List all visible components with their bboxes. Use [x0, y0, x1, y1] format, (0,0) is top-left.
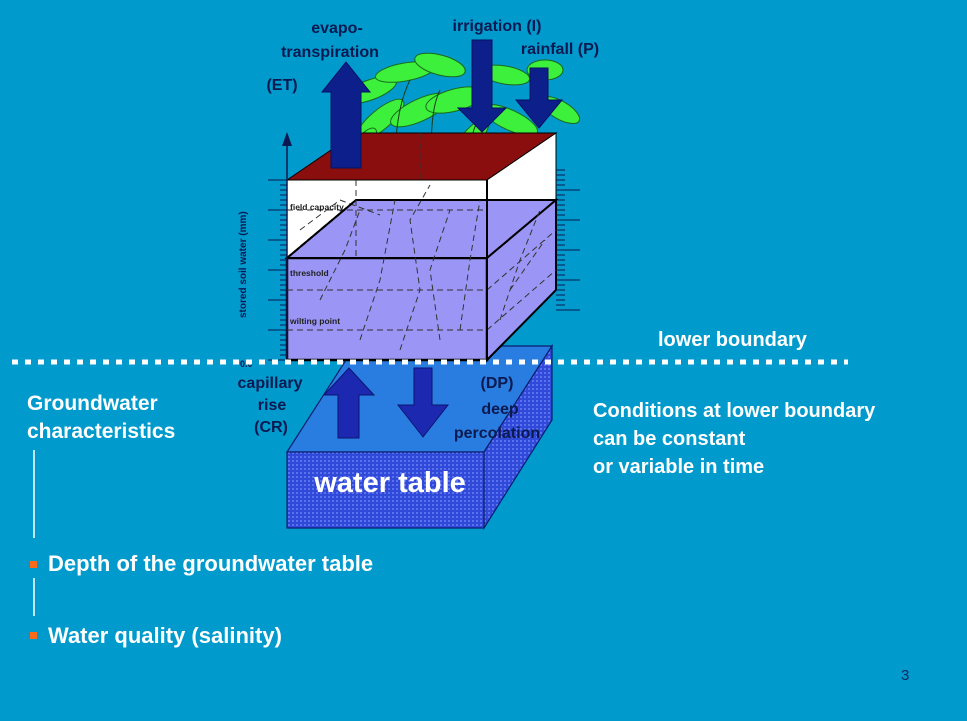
bullet-icon	[30, 632, 37, 639]
soil-block: field capacity threshold wilting point	[284, 132, 559, 363]
bullet-depth: Depth of the groundwater table	[48, 551, 374, 576]
rainfall-label: rainfall (P)	[521, 41, 599, 58]
svg-text:(CR): (CR)	[254, 419, 288, 436]
lower-boundary-label: lower boundary	[658, 329, 807, 351]
deep-percolation-arrow-icon	[396, 367, 450, 438]
svg-text:transpiration: transpiration	[281, 44, 379, 61]
capillary-rise-arrow-icon	[322, 367, 376, 439]
conditions-text: Conditions at lower boundary can be cons…	[593, 400, 876, 478]
svg-text:percolation: percolation	[454, 425, 540, 442]
connector-line	[33, 578, 35, 616]
axis-label: stored soil water (mm)	[238, 211, 249, 318]
threshold-label: threshold	[290, 268, 329, 278]
water-table-label: water table	[313, 467, 466, 499]
wilting-point-label: wilting point	[289, 316, 340, 326]
svg-text:(DP): (DP)	[481, 375, 514, 392]
connector-line	[33, 450, 35, 538]
et-arrow-icon	[320, 61, 372, 169]
irrigation-arrow-icon	[456, 39, 508, 133]
page-number: 3	[901, 667, 910, 684]
et-label: evapo- transpiration (ET)	[266, 20, 378, 94]
water-table-front-face	[286, 451, 485, 529]
bullet-water-quality: Water quality (salinity)	[48, 623, 282, 648]
svg-text:(ET): (ET)	[266, 77, 297, 94]
svg-text:evapo-: evapo-	[311, 20, 363, 37]
svg-text:deep: deep	[481, 401, 519, 418]
irrigation-label: irrigation (I)	[453, 18, 542, 35]
deep-percolation-label: (DP) deep percolation	[454, 375, 540, 442]
svg-text:capillary: capillary	[238, 375, 303, 392]
field-capacity-label: field capacity	[290, 202, 344, 212]
bullet-icon	[30, 561, 37, 568]
svg-text:rise: rise	[258, 397, 287, 414]
capillary-rise-label: capillary rise (CR)	[238, 375, 303, 436]
rainfall-arrow-icon	[514, 67, 564, 129]
groundwater-title: Groundwater characteristics	[27, 392, 176, 443]
stored-water-axis	[268, 132, 580, 361]
